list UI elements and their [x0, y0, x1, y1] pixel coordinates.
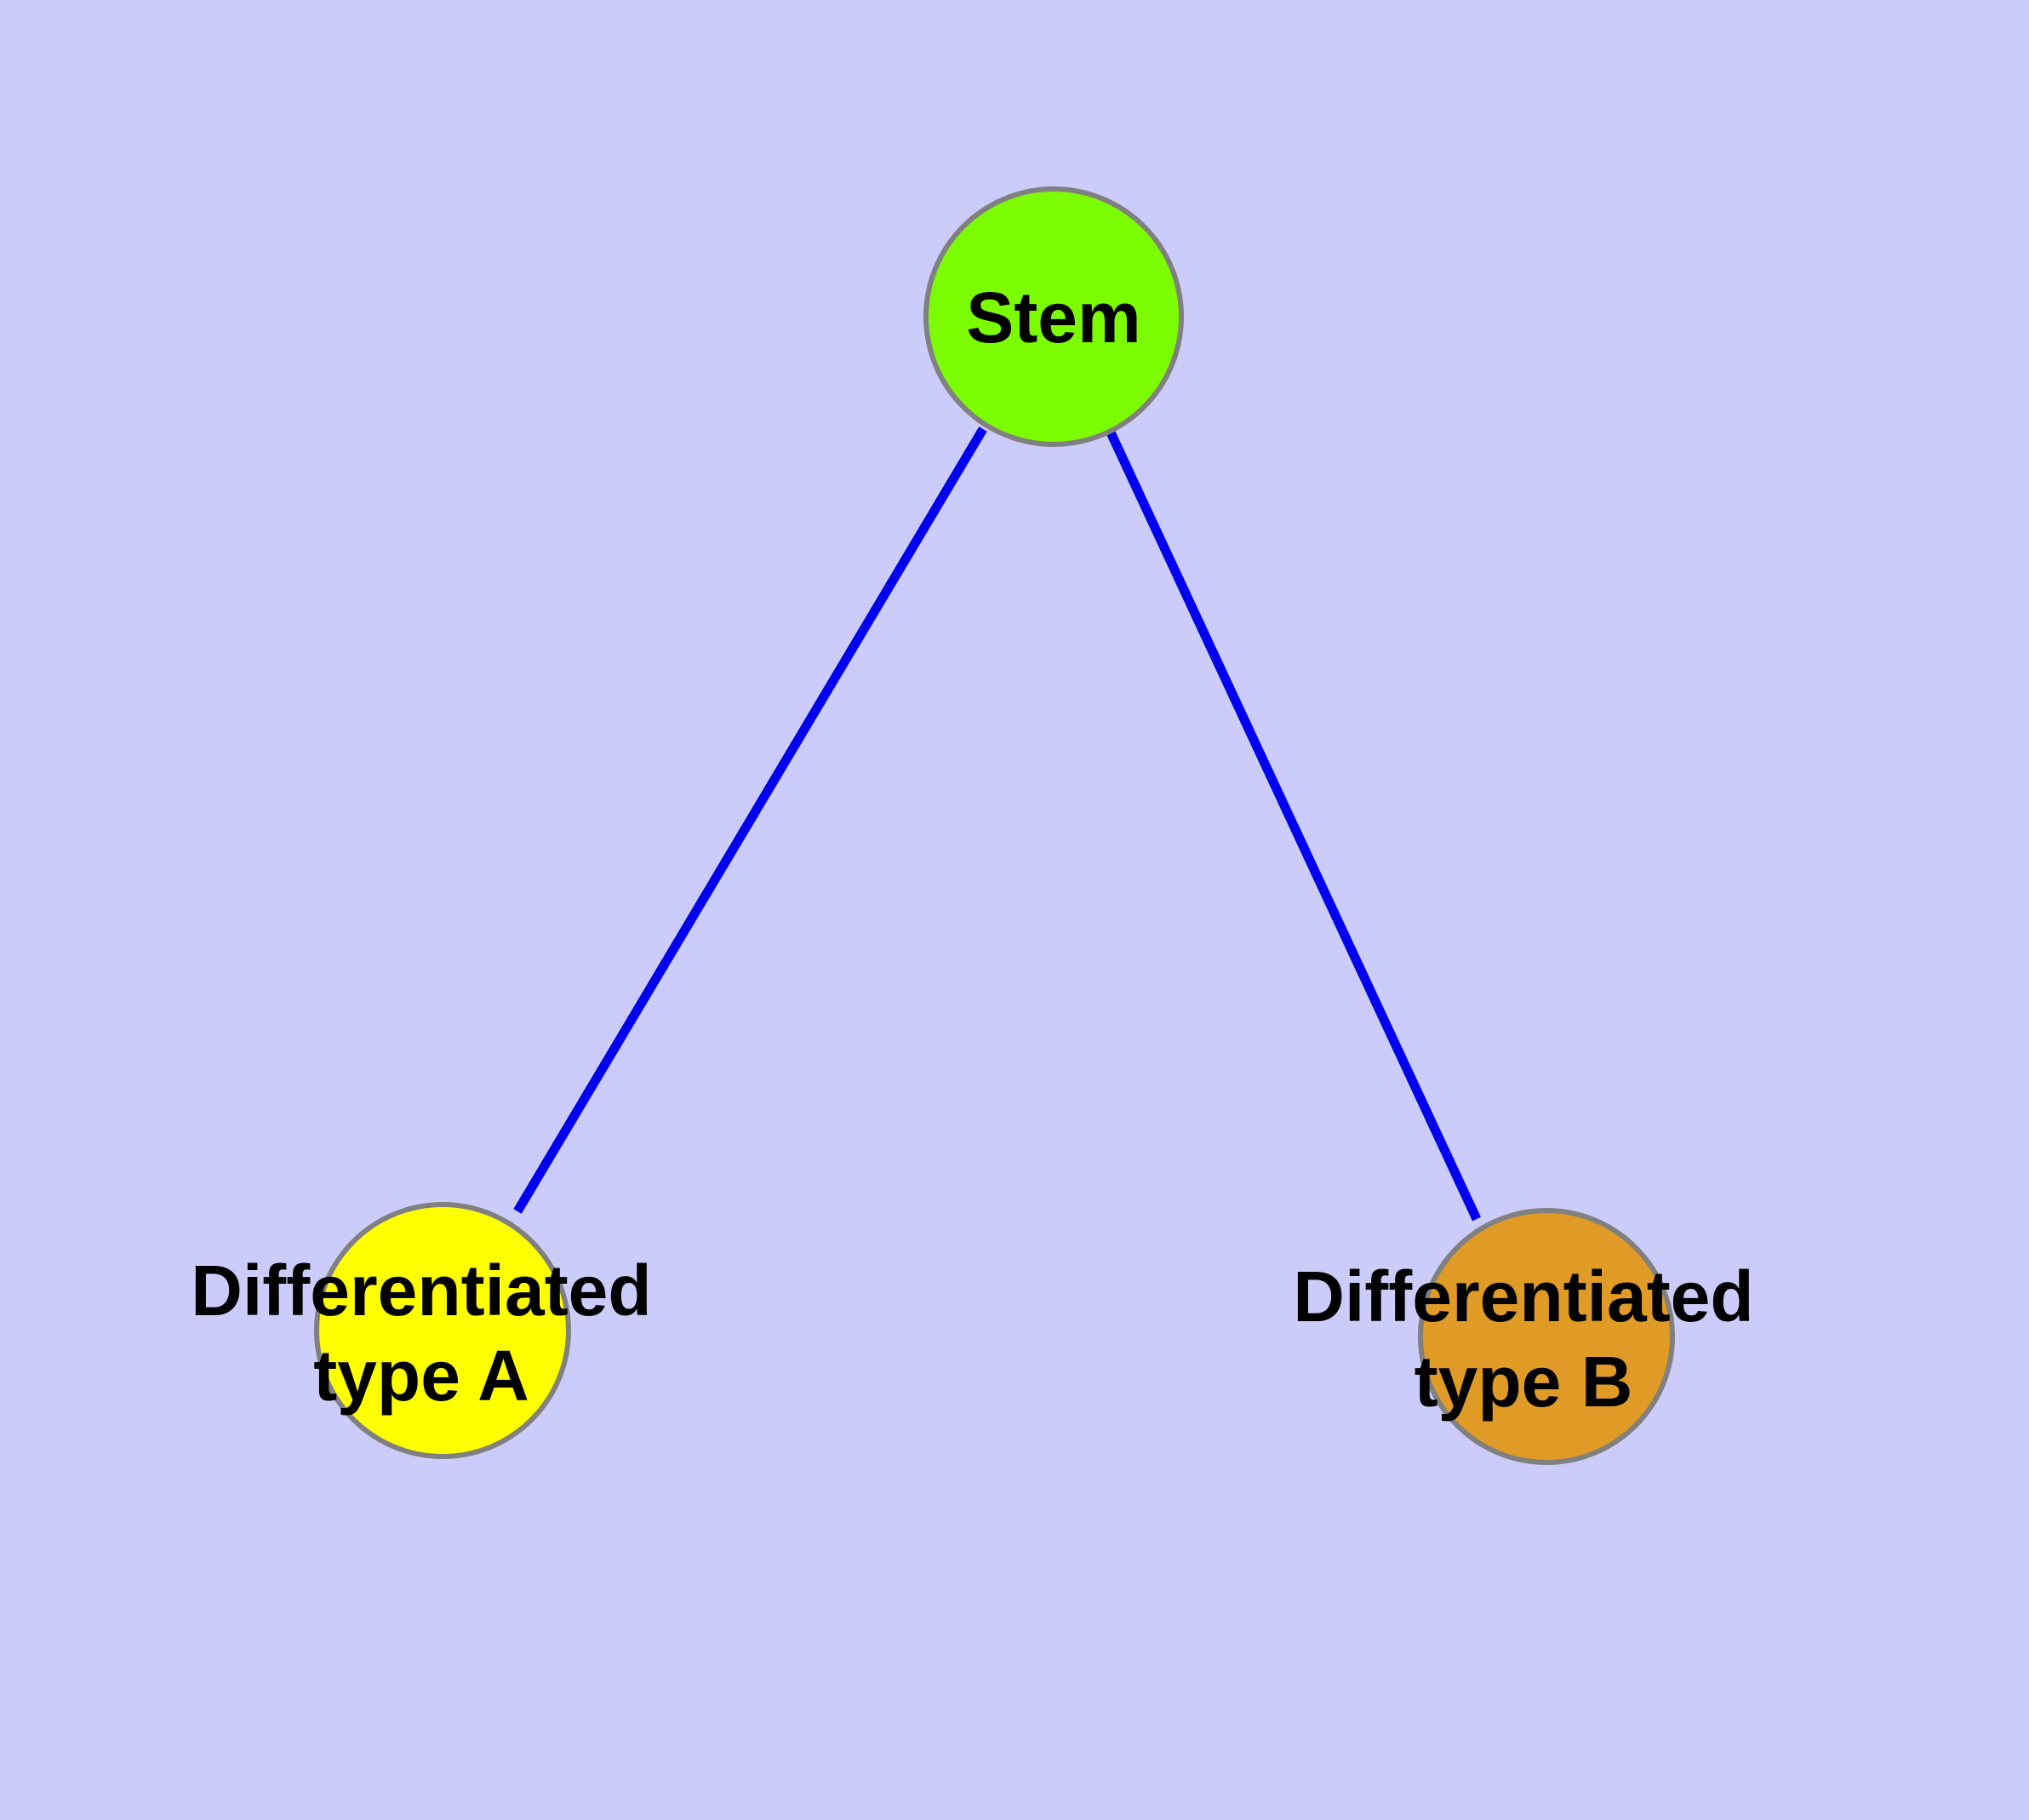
node-differentiated-type-b-label-line1: Differentiated: [1293, 1256, 1753, 1336]
node-differentiated-type-b-label-line2: type B: [1415, 1342, 1633, 1422]
node-differentiated-type-a-label-line1: Differentiated: [191, 1251, 651, 1331]
edge-layer: [513, 426, 1481, 1222]
node-differentiated-type-a[interactable]: [314, 1202, 571, 1459]
edge-stem-to-diff-a[interactable]: [513, 426, 987, 1214]
edge-stem-to-diff-b[interactable]: [1106, 430, 1481, 1222]
node-stem-label: Stem: [966, 278, 1140, 358]
node-differentiated-type-b[interactable]: [1418, 1208, 1675, 1465]
node-stem[interactable]: [923, 186, 1184, 447]
label-layer: Stem Differentiated type A Differentiate…: [191, 278, 1753, 1422]
node-differentiated-type-a-label-line2: type A: [313, 1336, 529, 1416]
node-layer: [314, 186, 1675, 1465]
